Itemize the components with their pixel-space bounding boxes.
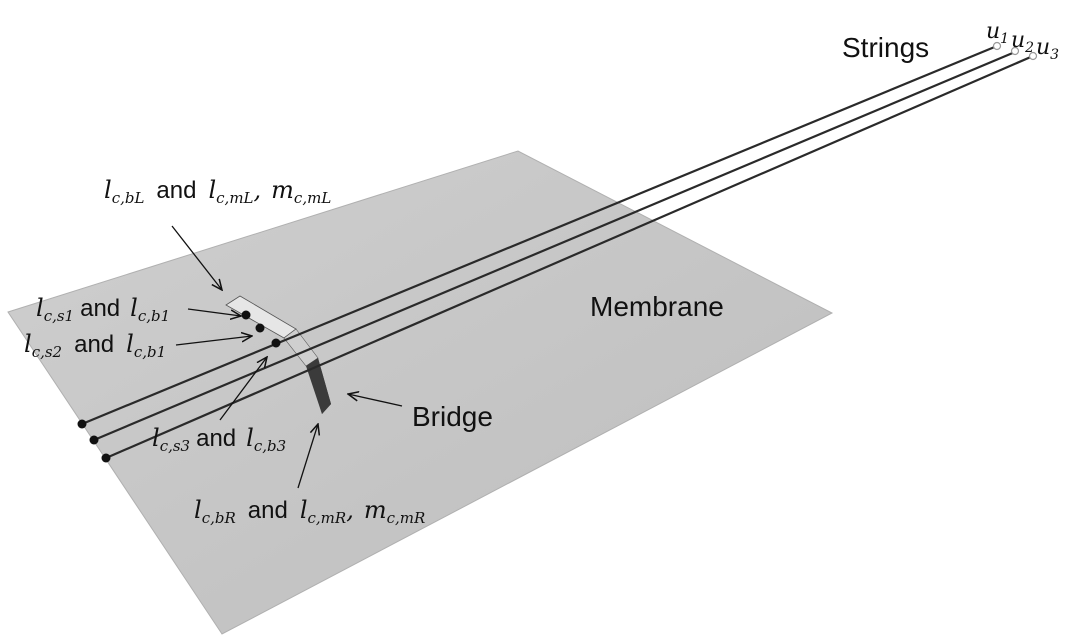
string-2-bridge-point	[255, 323, 265, 333]
string-2-far-end	[1010, 46, 1020, 56]
string-2-fixed-end	[89, 435, 99, 445]
string-1-bridge-point	[241, 310, 251, 320]
u1-label: u1	[986, 19, 1009, 47]
arrow-bR	[297, 424, 318, 489]
arrow-bridge	[348, 394, 403, 407]
string-2	[93, 50, 1016, 442]
coupling-s3-b3-label: lc,s3 and lc,b3	[152, 424, 286, 457]
arrow-s2	[175, 336, 252, 346]
bridge-shape	[225, 295, 331, 414]
string-3-fixed-end	[101, 453, 111, 463]
string-1	[81, 44, 998, 426]
u3-label: u3	[1036, 35, 1059, 63]
arrow-s3	[219, 357, 267, 421]
coupling-s1-b1-label: lc,s1 and lc,b1	[36, 294, 170, 327]
strings-label: Strings	[842, 32, 929, 63]
coupling-bL-mL-label: lc,bL and lc,mL, mc,mL	[104, 176, 331, 209]
string-3	[105, 54, 1034, 460]
string-1-fixed-end	[77, 419, 87, 429]
arrow-bL	[171, 225, 222, 290]
arrow-s1	[187, 308, 241, 316]
coupling-s2-b1-label: lc,s2 and lc,b1	[24, 330, 166, 363]
string-1-far-end	[992, 41, 1002, 51]
bridge-label: Bridge	[412, 401, 493, 432]
membrane-plate	[7, 150, 834, 635]
string-3-far-end	[1028, 51, 1038, 61]
string-3-bridge-point	[271, 338, 281, 348]
membrane-label: Membrane	[590, 291, 724, 322]
coupling-bR-mR-label: lc,bR and lc,mR, mc,mR	[194, 496, 425, 529]
u2-label: u2	[1011, 28, 1034, 56]
